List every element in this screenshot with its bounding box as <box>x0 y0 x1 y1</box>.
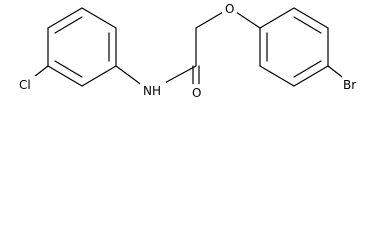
bond <box>54 16 83 34</box>
bonds <box>29 7 347 87</box>
bond <box>293 16 322 34</box>
atom-labels: Cl NH O O Br <box>18 1 366 100</box>
bond <box>47 7 83 29</box>
bond <box>115 65 144 87</box>
bond <box>293 65 329 87</box>
bond <box>81 7 117 29</box>
bond <box>47 65 83 87</box>
bond <box>293 60 322 78</box>
bond <box>54 60 83 78</box>
bond <box>81 65 117 87</box>
atom-label-br: Br <box>343 78 356 92</box>
atom-label-nh: NH <box>143 84 161 98</box>
bond <box>259 7 295 29</box>
structure-diagram: Cl NH O O Br <box>18 1 366 100</box>
bond <box>293 7 329 29</box>
atom-label-cl: Cl <box>19 78 31 92</box>
bond <box>259 65 295 87</box>
atom-label-o-carbonyl: O <box>192 86 201 100</box>
atom-label-o-ether: O <box>225 2 234 16</box>
